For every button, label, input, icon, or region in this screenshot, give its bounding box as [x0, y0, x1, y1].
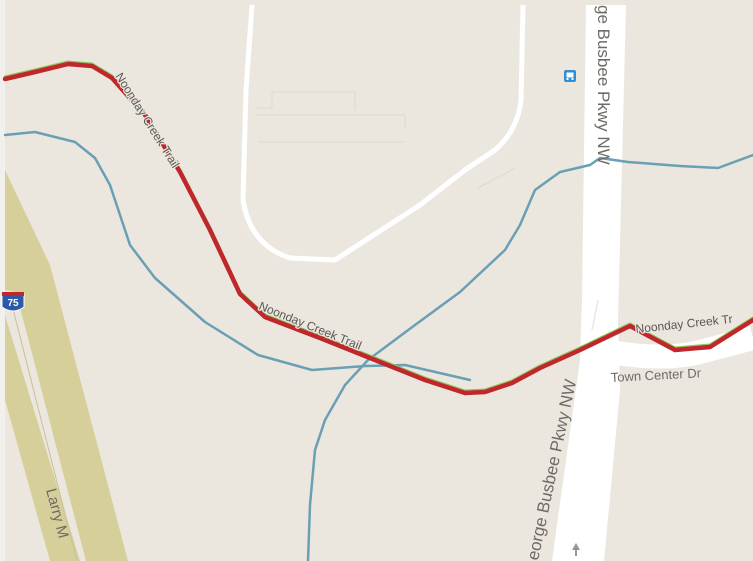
interstate-75-shield: 75	[1, 292, 25, 312]
loop-road	[240, 4, 526, 263]
george-busbee-pkwy-road	[552, 5, 626, 561]
interstate-number: 75	[7, 298, 19, 309]
town-center-dr-label: Town Center Dr	[610, 365, 702, 385]
map-edge	[0, 0, 5, 561]
one-way-arrow-icon	[572, 543, 580, 556]
george-busbee-pkwy-label-upper: ge Busbee Pkwy NW	[594, 5, 613, 165]
trail-route	[2, 60, 753, 396]
parking-lot-outlines	[255, 91, 516, 189]
bus-stop-icon[interactable]	[564, 70, 576, 82]
highlighted-route	[2, 61, 753, 396]
town-center-dr-road	[597, 326, 753, 369]
creek-lines	[3, 130, 753, 561]
